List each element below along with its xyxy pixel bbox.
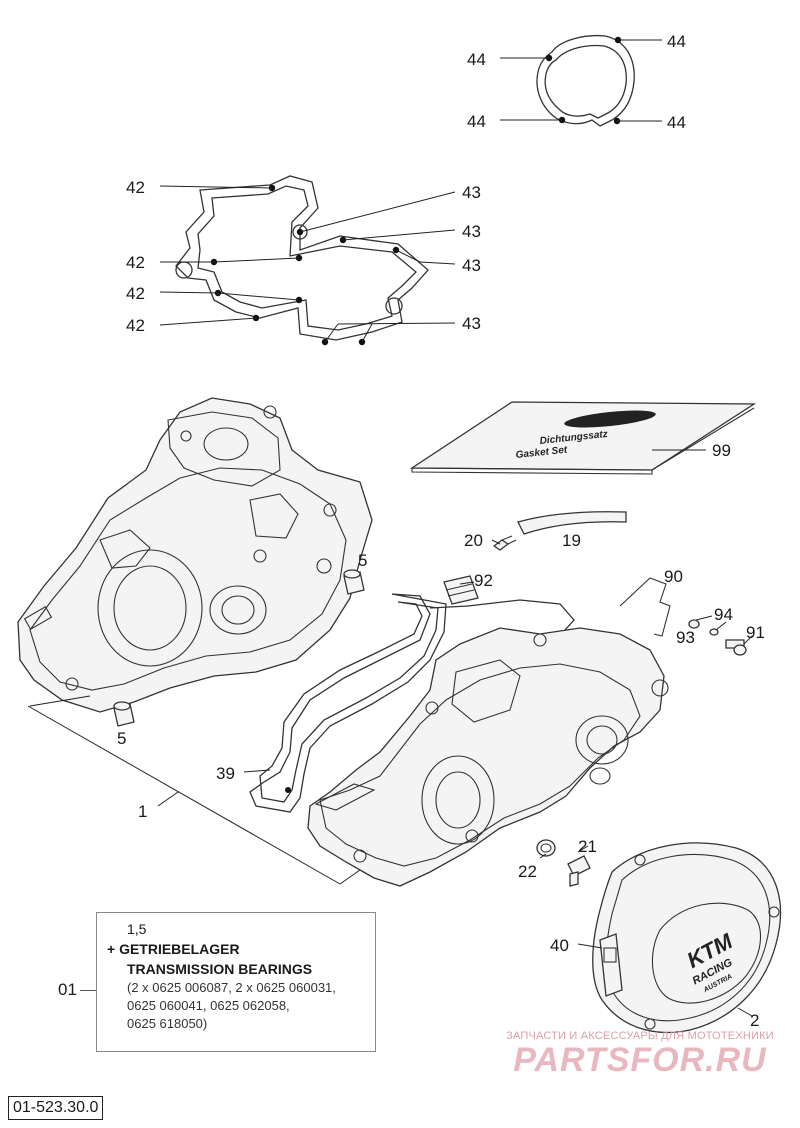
info-line-1: 1,5 bbox=[127, 921, 147, 937]
gasket-set-label-en: Gasket Set bbox=[515, 445, 568, 461]
callout-21: 21 bbox=[578, 837, 597, 856]
callout-22: 22 bbox=[518, 862, 537, 881]
callout-91: 91 bbox=[746, 623, 765, 642]
callout-40: 40 bbox=[550, 936, 569, 955]
callout-43: 43 bbox=[462, 183, 481, 202]
bushing-upper bbox=[343, 569, 365, 595]
crankcase-left-half bbox=[17, 397, 373, 713]
drain-plug-21 bbox=[567, 855, 591, 887]
callout-42: 42 bbox=[126, 316, 145, 335]
info-line-2: + GETRIEBELAGER bbox=[107, 941, 240, 957]
callout-94: 94 bbox=[714, 605, 733, 624]
callout-43: 43 bbox=[462, 222, 481, 241]
bolt-91 bbox=[725, 639, 747, 656]
screw-20 bbox=[492, 535, 517, 551]
crankcase-gasket bbox=[159, 175, 456, 346]
crankcase-right-half bbox=[307, 627, 669, 887]
watermark-tagline: ЗАПЧАСТИ И АКСЕССУАРЫ ДЛЯ МОТОТЕХНИКИ bbox=[506, 1030, 774, 1042]
callout-42: 42 bbox=[126, 253, 145, 272]
callout-44: 44 bbox=[667, 32, 686, 51]
info-line-4: (2 x 0625 006087, 2 x 0625 060031, bbox=[127, 980, 336, 995]
callout-43: 43 bbox=[462, 256, 481, 275]
callout-5: 5 bbox=[358, 551, 367, 570]
callout-1: 1 bbox=[138, 802, 147, 821]
callout-44: 44 bbox=[467, 50, 486, 69]
washer-93 bbox=[688, 619, 700, 629]
info-line-6: 0625 618050) bbox=[127, 1016, 208, 1031]
callout-20: 20 bbox=[464, 531, 483, 550]
callout-93: 93 bbox=[676, 628, 695, 647]
callout-labels: 44 44 44 44 42 42 42 42 43 43 43 43 99 5… bbox=[117, 32, 765, 1030]
callout-19: 19 bbox=[562, 531, 581, 550]
reference-01-label: 01 bbox=[58, 980, 77, 999]
leader-lines bbox=[459, 539, 753, 1017]
washer-94 bbox=[709, 628, 719, 636]
part-info-box: 1,5 + GETRIEBELAGER TRANSMISSION BEARING… bbox=[96, 912, 376, 1052]
hose-19 bbox=[517, 511, 627, 535]
watermark: ЗАПЧАСТИ И АКСЕССУАРЫ ДЛЯ МОТОТЕХНИКИ PA… bbox=[490, 1030, 790, 1078]
callout-99: 99 bbox=[712, 441, 731, 460]
drawing-number: 01-523.30.0 bbox=[8, 1096, 104, 1120]
reference-01-leader bbox=[80, 990, 96, 991]
seal-ring-22 bbox=[536, 839, 556, 857]
bushing-lower bbox=[113, 701, 135, 727]
callout-92: 92 bbox=[474, 571, 493, 590]
callout-42: 42 bbox=[126, 178, 145, 197]
gasket-set-package: Dichtungssatz Gasket Set bbox=[409, 401, 757, 475]
ignition-cover-gasket bbox=[500, 34, 662, 127]
callout-44: 44 bbox=[667, 113, 686, 132]
assembly-bracket-1 bbox=[27, 695, 361, 885]
callout-44: 44 bbox=[467, 112, 486, 131]
info-line-5: 0625 060041, 0625 062058, bbox=[127, 998, 290, 1013]
shim-pack-92 bbox=[443, 575, 479, 605]
callout-43: 43 bbox=[462, 314, 481, 333]
callout-42: 42 bbox=[126, 284, 145, 303]
callout-2: 2 bbox=[750, 1011, 759, 1030]
clip-90 bbox=[619, 577, 671, 637]
callout-5: 5 bbox=[117, 729, 126, 748]
ignition-cover: KTM RACING AUSTRIA bbox=[577, 842, 782, 1034]
callout-39: 39 bbox=[216, 764, 235, 783]
watermark-brand: PARTSFOR.RU bbox=[513, 1041, 767, 1079]
info-line-3: TRANSMISSION BEARINGS bbox=[127, 961, 313, 977]
callout-90: 90 bbox=[664, 567, 683, 586]
